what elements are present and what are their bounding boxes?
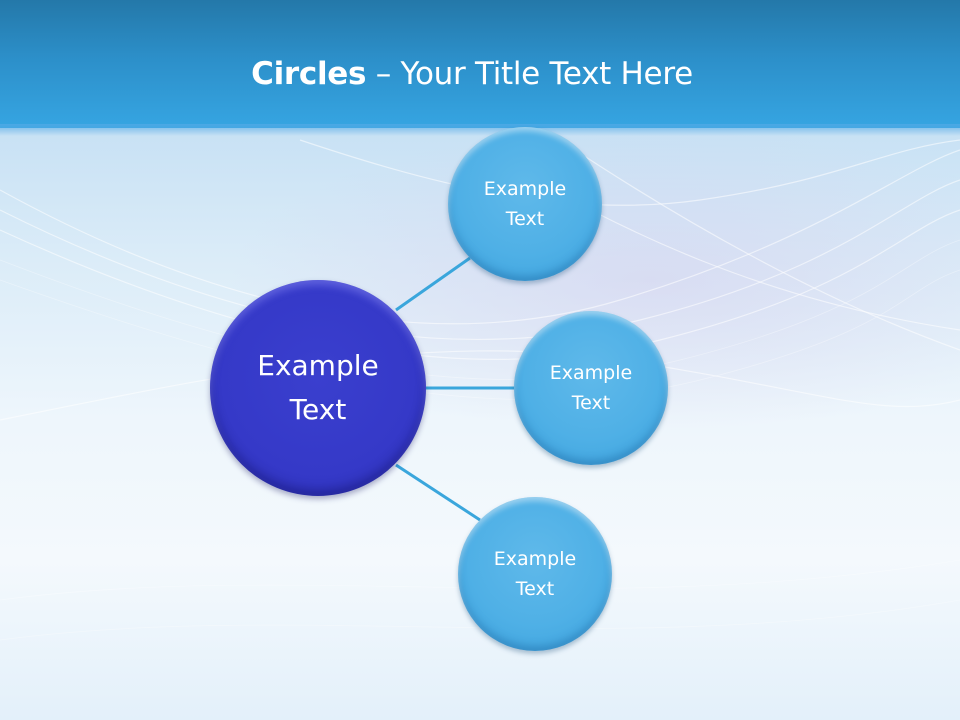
node-middle-line2: Text [571, 392, 611, 414]
connector-bottom [395, 463, 481, 522]
node-top-line1: Example [483, 178, 567, 200]
center-circle[interactable]: Example Text [210, 280, 426, 496]
node-circle-bottom[interactable]: Example Text [458, 497, 612, 651]
title-bar [0, 0, 960, 128]
node-bottom-line1: Example [493, 548, 577, 570]
center-circle-line1: Example [257, 349, 379, 382]
node-bottom-line2: Text [515, 578, 555, 600]
node-circle-top[interactable]: Example Text [448, 127, 602, 281]
connector-top [395, 256, 471, 312]
slide-title[interactable]: Circles – Your Title Text Here [0, 52, 944, 96]
node-circle-middle[interactable]: Example Text [514, 311, 668, 465]
node-top-line2: Text [505, 208, 545, 230]
title-bold: Circles [251, 56, 367, 92]
title-bar-glow [0, 124, 960, 136]
center-circle-line2: Text [289, 393, 347, 426]
title-rest: – Your Title Text Here [366, 56, 693, 92]
node-middle-line1: Example [549, 362, 633, 384]
